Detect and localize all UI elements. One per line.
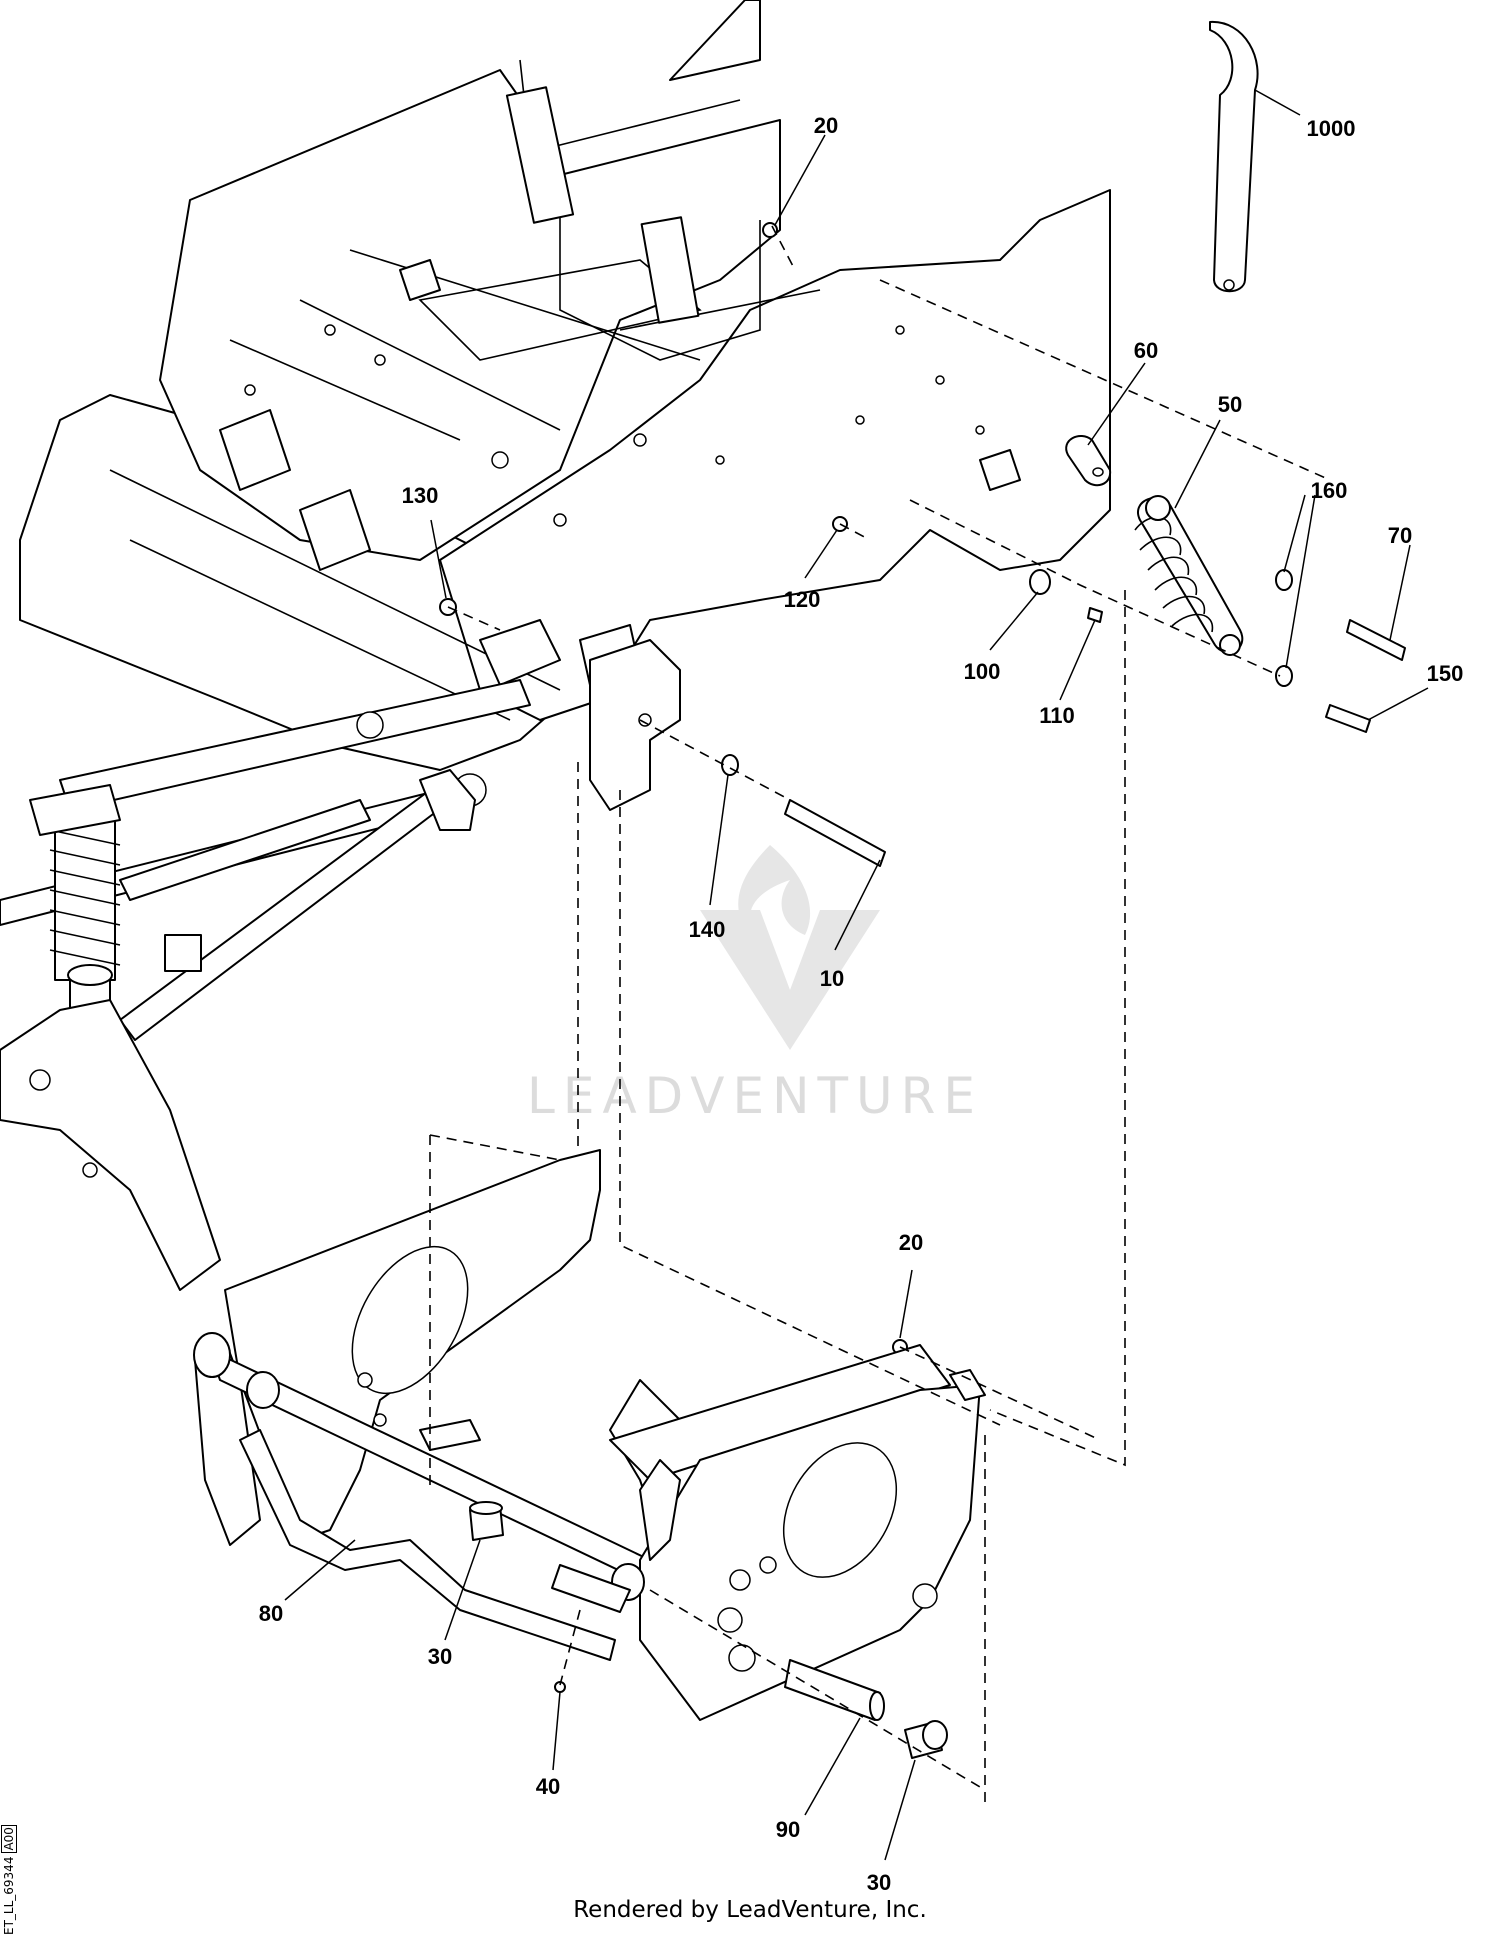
assembly-guide-lines	[429, 225, 1331, 1805]
watermark-logo-icon	[700, 845, 880, 1050]
callout-40: 40	[536, 1774, 560, 1799]
bushing-60	[1065, 435, 1112, 487]
callout-100: 100	[964, 659, 1001, 684]
watermark-text: LEADVENTURE	[527, 1067, 983, 1125]
callout-30-right: 30	[867, 1870, 891, 1895]
callout-120: 120	[784, 587, 821, 612]
bolt-110	[1087, 607, 1103, 623]
rendered-by-footer: Rendered by LeadVenture, Inc.	[573, 1897, 927, 1923]
callout-60: 60	[1134, 338, 1158, 363]
left-suspension-assembly	[0, 784, 371, 1291]
callout-10: 10	[820, 966, 844, 991]
mount-assembly-80	[193, 1149, 986, 1721]
callout-90: 90	[776, 1817, 800, 1842]
pin-90	[784, 1659, 885, 1721]
callout-1000: 1000	[1307, 116, 1356, 141]
callout-leaders	[284, 89, 1429, 1861]
washer-160-upper	[1275, 569, 1293, 591]
callout-150: 150	[1427, 661, 1464, 686]
bolt-70	[1346, 619, 1406, 661]
callout-labels: 1000 20 60 50 160 70 150 130 120 100 110…	[259, 113, 1464, 1895]
spanner-wrench-1000	[1209, 20, 1259, 293]
callout-80: 80	[259, 1601, 283, 1626]
drawing-id-label: ET_LL_69344 A00	[1, 1825, 17, 1935]
bushing-30-left	[469, 1501, 504, 1541]
rear-shock-absorber	[1134, 495, 1244, 656]
bolt-10	[784, 799, 886, 867]
callout-160: 160	[1311, 478, 1348, 503]
washer-160-lower	[1275, 665, 1293, 687]
callout-130: 130	[402, 483, 439, 508]
bushing-30-right	[904, 1720, 948, 1759]
callout-110: 110	[1039, 703, 1075, 728]
chassis-frame	[0, 0, 1111, 1291]
drawing-code: ET_LL_69344	[2, 1856, 16, 1935]
callout-70: 70	[1388, 523, 1412, 548]
nut-20-upper	[762, 222, 778, 238]
callout-30-left: 30	[428, 1644, 452, 1669]
washer-100	[1029, 569, 1051, 595]
callout-50: 50	[1218, 392, 1242, 417]
bolt-150	[1325, 704, 1371, 733]
drawing-revision: A00	[1, 1825, 17, 1853]
callout-20-lower: 20	[899, 1230, 923, 1255]
callout-140: 140	[689, 917, 726, 942]
washer-140	[721, 754, 739, 776]
callout-20-upper: 20	[814, 113, 838, 138]
